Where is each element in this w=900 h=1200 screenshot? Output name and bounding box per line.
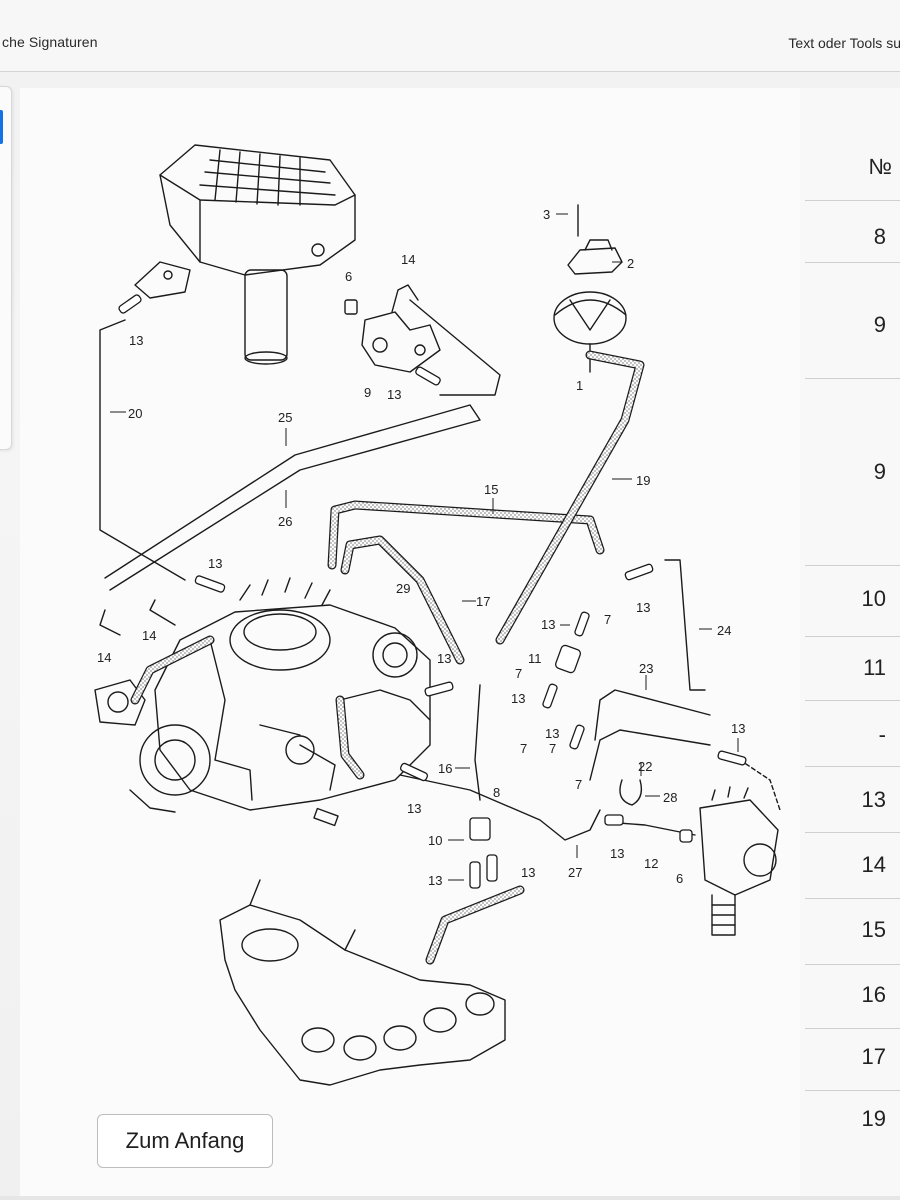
row-divider	[805, 636, 900, 637]
number-cell: 19	[861, 1106, 886, 1131]
callout-7: 7	[515, 666, 522, 681]
hose-right	[739, 759, 781, 811]
callout-14: 14	[401, 252, 415, 267]
distributor	[699, 786, 779, 936]
callout-1: 1	[576, 378, 583, 393]
vacuum-diaphragm-unit	[553, 204, 627, 373]
callout-13: 13	[407, 801, 421, 816]
side-panel-accent[interactable]	[0, 110, 3, 144]
column-header-number: №	[868, 154, 892, 179]
number-cell: 8	[873, 224, 886, 249]
hose-23	[594, 689, 711, 741]
callout-20: 20	[128, 406, 142, 421]
callout-13: 13	[636, 600, 650, 615]
row-divider	[805, 200, 900, 201]
callout-25: 25	[278, 410, 292, 425]
callout-14: 14	[142, 628, 156, 643]
row-divider	[805, 898, 900, 899]
row-divider	[805, 262, 900, 263]
hose-14a	[149, 599, 176, 626]
number-column	[800, 88, 900, 1200]
number-cell: -	[878, 722, 886, 747]
callout-12: 12	[644, 856, 658, 871]
row-divider	[805, 1090, 900, 1091]
callout-13: 13	[545, 726, 559, 741]
callout-15: 15	[484, 482, 498, 497]
row-divider	[805, 766, 900, 767]
callout-7: 7	[575, 777, 582, 792]
row-divider	[805, 964, 900, 965]
callout-13: 13	[731, 721, 745, 736]
hose-22	[589, 729, 711, 781]
hose-24	[664, 559, 706, 691]
number-cell: 14	[861, 852, 886, 877]
callout-3: 3	[543, 207, 550, 222]
callout-8: 8	[493, 785, 500, 800]
number-cell: 16	[861, 982, 886, 1007]
callout-14: 14	[97, 650, 111, 665]
callout-29: 29	[396, 581, 410, 596]
row-divider	[805, 832, 900, 833]
hose-25-26	[104, 404, 481, 591]
air-filter-housing	[134, 144, 356, 365]
callout-13: 13	[208, 556, 222, 571]
row-divider	[805, 700, 900, 701]
callout-7: 7	[604, 612, 611, 627]
callout-19: 19	[636, 473, 650, 488]
callout-13: 13	[437, 651, 451, 666]
callout-17: 17	[476, 594, 490, 609]
callout-23: 23	[639, 661, 653, 676]
callout-7: 7	[549, 741, 556, 756]
number-cell: 9	[873, 312, 886, 337]
callout-2: 2	[627, 256, 634, 271]
hose-16	[474, 684, 481, 801]
document-page	[20, 88, 800, 1200]
callout-24: 24	[717, 623, 731, 638]
hose-upper	[409, 299, 501, 396]
tool-tab-signatures[interactable]: che Signaturen	[2, 34, 98, 50]
callout-28: 28	[663, 790, 677, 805]
callout-7: 7	[520, 741, 527, 756]
number-cell: 15	[861, 917, 886, 942]
hose-14b	[99, 609, 121, 636]
callout-10: 10	[428, 833, 442, 848]
bottom-edge	[0, 1196, 900, 1200]
top-toolbar: che Signaturen Text oder Tools suc	[0, 0, 900, 72]
callout-13: 13	[129, 333, 143, 348]
callout-13: 13	[428, 873, 442, 888]
search-tools-field[interactable]: Text oder Tools suc	[788, 35, 900, 51]
side-panel[interactable]	[0, 86, 12, 450]
hose-20	[99, 319, 186, 581]
callout-13: 13	[511, 691, 525, 706]
number-cell: 13	[861, 787, 886, 812]
row-divider	[805, 1028, 900, 1029]
callout-6: 6	[676, 871, 683, 886]
callout-22: 22	[638, 759, 652, 774]
callout-6: 6	[345, 269, 352, 284]
callout-13: 13	[387, 387, 401, 402]
callout-13: 13	[541, 617, 555, 632]
intake-manifold	[219, 879, 506, 1086]
clip-28	[619, 779, 643, 806]
callout-labels: 3 2 1 6 14 9 13 13 20 25 26 19 15 13 29 …	[97, 207, 745, 888]
callout-11: 11	[528, 651, 542, 666]
callout-13: 13	[610, 846, 624, 861]
callout-27: 27	[568, 865, 582, 880]
row-divider	[805, 378, 900, 379]
number-cell: 10	[861, 586, 886, 611]
callout-9: 9	[364, 385, 371, 400]
row-divider	[805, 565, 900, 566]
hose-27	[399, 774, 601, 841]
callout-13: 13	[521, 865, 535, 880]
number-cell: 11	[863, 655, 886, 680]
callout-26: 26	[278, 514, 292, 529]
valve-assembly	[344, 284, 441, 373]
carburettor	[94, 577, 431, 827]
callout-16: 16	[438, 761, 452, 776]
number-cell: 17	[861, 1044, 886, 1069]
back-to-top-button[interactable]: Zum Anfang	[97, 1114, 273, 1168]
number-cell: 9	[873, 459, 886, 484]
